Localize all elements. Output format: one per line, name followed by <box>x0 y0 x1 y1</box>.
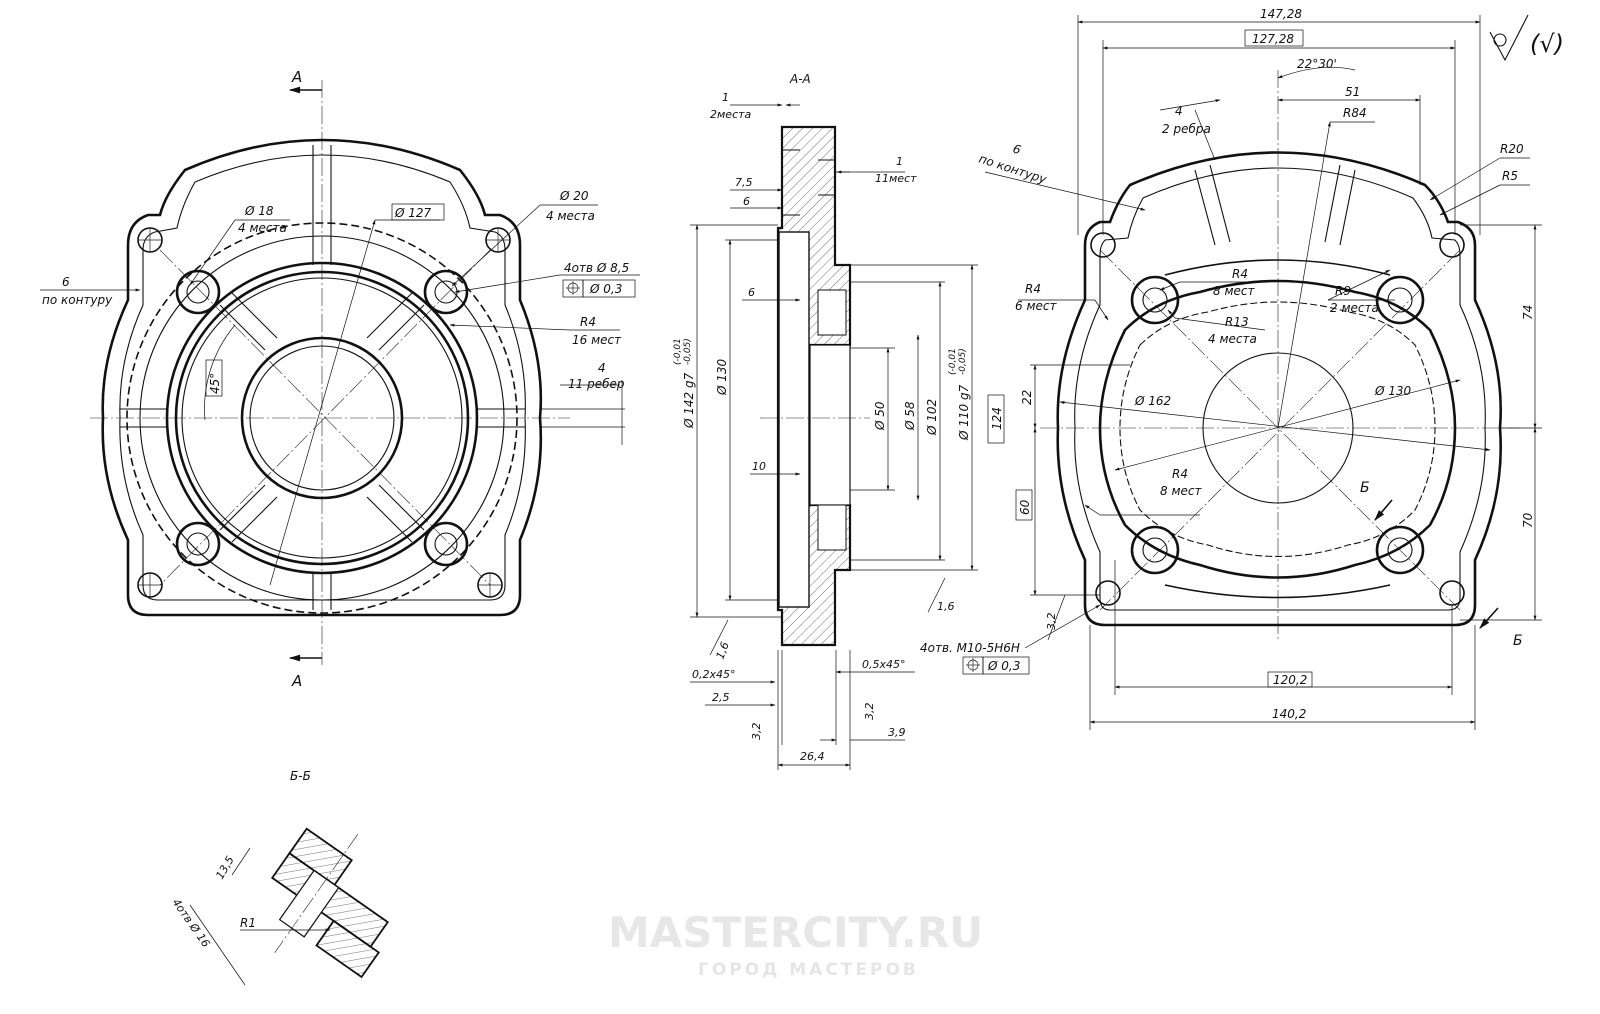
label-r4c-note: 8 мест <box>1160 484 1202 498</box>
label-d50: Ø 50 <box>873 401 887 431</box>
label-d142-tol-up: (-0,01 <box>673 338 683 365</box>
label-d135: 13,5 <box>213 854 237 882</box>
label-d1b: 1 <box>896 155 903 168</box>
label-tol: Ø 0,3 <box>589 282 622 296</box>
label-d39: 3,9 <box>888 726 906 739</box>
label-ribs-note: 2 ребра <box>1162 122 1211 136</box>
section-mark-bottom: А <box>291 672 302 690</box>
label-r4: R4 <box>580 315 596 329</box>
section-aa-title: А-А <box>789 72 811 86</box>
back-outer-contour <box>1056 151 1502 627</box>
label-r1: R1 <box>240 916 256 930</box>
label-d6b: 6 <box>748 286 755 299</box>
label-d1: 1 <box>722 91 729 104</box>
label-d20: Ø 20 <box>559 189 589 203</box>
mark-b-bottom: Б <box>1513 633 1523 649</box>
label-ch02: 0,2x45° <box>692 668 736 681</box>
label-d12728: 127,28 <box>1252 32 1294 46</box>
label-contour: 6 <box>62 275 70 289</box>
label-ang: 22°30' <box>1297 57 1337 71</box>
label-d32: 3,2 <box>1045 613 1058 631</box>
label-d75: 7,5 <box>735 176 753 189</box>
label-d51: 51 <box>1345 85 1360 99</box>
label-r4b-note: 8 мест <box>1213 284 1255 298</box>
label-d162: Ø 162 <box>1134 394 1171 408</box>
label-r9-note: 2 места <box>1330 301 1379 315</box>
label-ribs: 4 <box>1175 104 1183 118</box>
label-r84: R84 <box>1343 106 1367 120</box>
roughness-general: (√) <box>1530 30 1564 58</box>
label-bb-holes: 4отв Ø 16 <box>170 896 213 950</box>
front-outer-contour <box>101 138 543 617</box>
label-d1-note: 2места <box>710 108 752 121</box>
label-d1202: 120,2 <box>1273 673 1307 687</box>
label-d130: Ø 130 <box>1374 384 1412 398</box>
label-ch05: 0,5x45° <box>862 658 906 671</box>
label-d10: 10 <box>752 460 766 473</box>
back-view: 147,28 127,28 22°30' 51 R84 4 2 ребра 6 … <box>920 7 1542 730</box>
label-d20-note: 4 места <box>546 209 595 223</box>
label-d110-tol-up: (-0,01 <box>948 348 958 375</box>
watermark-site: MASTERCITY.RU <box>608 908 983 957</box>
label-d22: 22 <box>1020 390 1034 405</box>
label-ribs-note: 11 ребер <box>568 377 625 391</box>
label-d1402: 140,2 <box>1272 707 1306 721</box>
label-d110-tol-dn: -0,05) <box>958 348 968 375</box>
label-d142-tol-dn: -0,05) <box>683 338 693 365</box>
label-d74: 74 <box>1521 305 1535 320</box>
watermark: MASTERCITY.RU ГОРОД МАСТЕРОВ <box>608 908 983 980</box>
label-r13: R13 <box>1225 315 1249 329</box>
label-d142: Ø 142 g7 <box>682 372 696 429</box>
label-d127: Ø 127 <box>394 206 432 220</box>
label-d14728: 147,28 <box>1260 7 1302 21</box>
label-d264: 26,4 <box>800 750 825 763</box>
label-d110: Ø 110 g7 <box>957 384 971 441</box>
label-holes: 4отв Ø 8,5 <box>564 261 629 275</box>
label-d18: Ø 18 <box>244 204 274 218</box>
roughness-mark: (√) <box>1489 14 1564 62</box>
watermark-tagline: ГОРОД МАСТЕРОВ <box>698 960 919 980</box>
section-aa: А-А Ø 142 g7 (-0,01 -0,05) Ø 130 Ø 50 Ø … <box>673 72 1005 770</box>
label-d124: 124 <box>990 407 1004 430</box>
label-d130: Ø 130 <box>715 358 729 396</box>
label-r5: R5 <box>1502 169 1518 183</box>
label-tol: Ø 0,3 <box>987 659 1020 673</box>
label-d18-note: 4 места <box>238 221 287 235</box>
label-d58: Ø 58 <box>903 401 917 431</box>
label-d6a: 6 <box>743 195 750 208</box>
section-bb: Б-Б 13,5 R1 4отв Ø 16 <box>170 769 390 986</box>
label-d102: Ø 102 <box>925 399 939 436</box>
label-r16b: 1,6 <box>937 600 955 613</box>
label-r4a-note: 6 мест <box>1015 299 1057 313</box>
label-r4-note: 16 мест <box>572 333 622 347</box>
label-r32a: 3,2 <box>750 723 763 741</box>
label-r4a: R4 <box>1025 282 1041 296</box>
label-r9: R9 <box>1335 284 1351 298</box>
label-r4c: R4 <box>1172 467 1188 481</box>
label-r20: R20 <box>1500 142 1524 156</box>
label-ribs: 4 <box>598 361 606 375</box>
mark-b-top: Б <box>1360 480 1370 496</box>
front-view: А А Ø 127 Ø 18 4 места Ø 20 4 места 4отв… <box>40 68 640 690</box>
label-r13-note: 4 места <box>1208 332 1257 346</box>
label-d25: 2,5 <box>712 691 730 704</box>
label-d1b-note: 11мест <box>875 172 917 185</box>
label-r16a: 1,6 <box>714 640 732 661</box>
label-contour: 6 <box>1011 142 1023 158</box>
label-contour-note: по контуру <box>977 152 1049 187</box>
section-mark-top: А <box>291 68 302 86</box>
label-d70: 70 <box>1521 512 1535 528</box>
label-d60: 60 <box>1018 499 1032 515</box>
label-contour-note: по контуру <box>42 293 113 307</box>
label-angle: 45° <box>208 373 222 394</box>
label-r32b: 3,2 <box>863 703 876 721</box>
label-holes: 4отв. M10-5H6H <box>920 641 1020 655</box>
label-r4b: R4 <box>1232 267 1248 281</box>
section-bb-title: Б-Б <box>290 769 311 783</box>
